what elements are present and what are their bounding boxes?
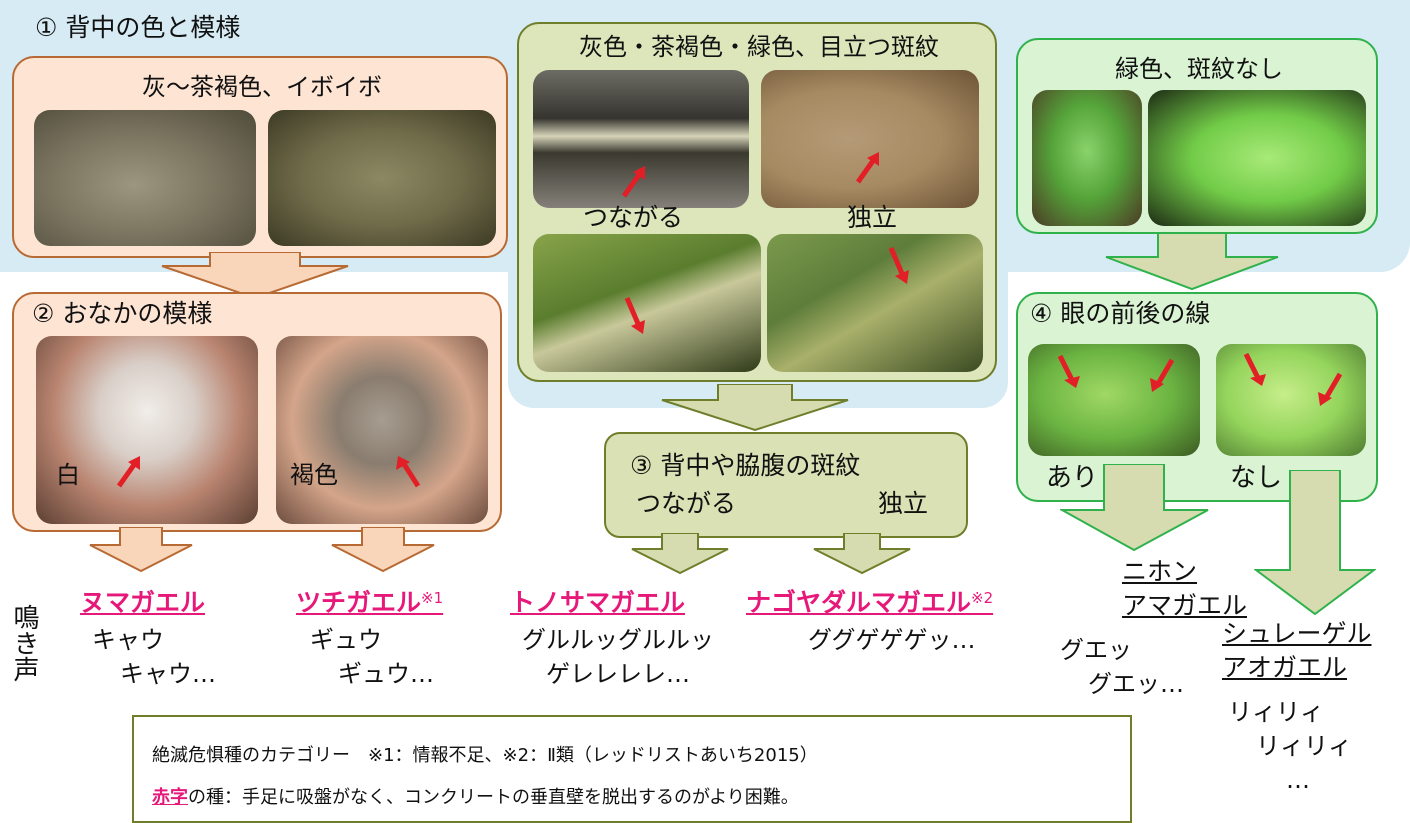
label-connected: つながる bbox=[583, 203, 684, 232]
label-white: 白 bbox=[56, 461, 80, 489]
call-schlegel-2: リィリィ bbox=[1256, 732, 1352, 760]
call-tonosama-1: グルルッグルルッ bbox=[522, 626, 714, 654]
photo-brown-belly bbox=[276, 336, 488, 524]
panel-belly-pattern: ② おなかの模様 白 褐色 bbox=[12, 292, 502, 532]
call-schlegel-3: … bbox=[1286, 766, 1310, 794]
call-heading: 鳴き声 bbox=[9, 604, 39, 682]
call-nihon-2: グエッ… bbox=[1088, 670, 1184, 698]
species-nagoya-mark: ※2 bbox=[971, 589, 994, 607]
green-label: 緑色、斑紋なし bbox=[1115, 55, 1283, 83]
call-schlegel-1: リィリィ bbox=[1228, 698, 1324, 726]
step3-connected: つながる bbox=[636, 489, 737, 518]
call-tonosama-2: ゲレレレレ… bbox=[546, 660, 690, 688]
flow-arrow-to-schlegel-icon bbox=[1254, 470, 1376, 616]
flow-arrow-middle-to-step3-icon bbox=[661, 384, 849, 432]
photo-connected-spots-2 bbox=[533, 234, 761, 372]
species-nagoya: ナゴヤダルマガエル※2 bbox=[746, 583, 993, 619]
photo-small-green-frog bbox=[1032, 90, 1142, 226]
flow-arrow-to-tonosama-icon bbox=[631, 533, 729, 575]
red-pointer-arrow-icon bbox=[888, 247, 909, 284]
panel-step3-spots: ③ 背中や脇腹の斑紋 つながる 独立 bbox=[604, 432, 968, 538]
call-tsuchigaeru-2: ギュウ… bbox=[338, 660, 434, 688]
call-nihon-1: グエッ bbox=[1060, 636, 1132, 664]
panel-back-pattern-toad: 灰～茶褐色、イボイボ bbox=[12, 56, 508, 258]
photo-rough-frog-back-2 bbox=[268, 110, 496, 246]
red-pointer-arrow-icon bbox=[624, 297, 645, 334]
step2-title: ② おなかの模様 bbox=[32, 299, 213, 328]
species-tsuchigaeru-mark: ※1 bbox=[421, 589, 444, 607]
red-pointer-arrow-icon bbox=[1057, 354, 1080, 388]
red-pointer-arrow-icon bbox=[396, 456, 421, 488]
flow-arrow-to-tsuchigaeru-icon bbox=[331, 527, 435, 573]
label-present: あり bbox=[1046, 463, 1099, 493]
panel-eye-line: ④ 眼の前後の線 あり なし bbox=[1016, 292, 1378, 502]
step1-title: ① 背中の色と模様 bbox=[35, 13, 241, 42]
species-nihon-line2: アマガエル bbox=[1122, 591, 1248, 620]
note-red-text: 赤字 bbox=[152, 787, 188, 808]
flow-arrow-green-to-step4-icon bbox=[1105, 233, 1279, 291]
panel-green-no-spots: 緑色、斑紋なし bbox=[1016, 38, 1378, 234]
red-pointer-arrow-icon bbox=[1243, 352, 1266, 386]
species-tonosama: トノサマガエル bbox=[510, 588, 686, 617]
photo-large-green-frog bbox=[1148, 90, 1366, 226]
label-brown: 褐色 bbox=[290, 461, 338, 489]
panel-spotted-frogs: 灰色・茶褐色・緑色、目立つ斑紋 つながる 独立 bbox=[517, 22, 997, 382]
label-absent: なし bbox=[1230, 463, 1283, 493]
flow-arrow-to-nagoya-icon bbox=[813, 533, 911, 575]
red-pointer-arrow-icon bbox=[116, 456, 140, 488]
note-line2: 赤字の種：手足に吸盤がなく、コンクリートの垂直壁を脱出するのがより困難。 bbox=[152, 783, 799, 809]
species-nagoya-name: ナゴヤダルマガエル bbox=[746, 588, 972, 617]
red-pointer-arrow-icon bbox=[855, 152, 879, 184]
flow-arrow-to-numagaeru-icon bbox=[89, 527, 193, 573]
photo-eye-line-absent bbox=[1216, 344, 1366, 456]
photo-white-belly bbox=[36, 336, 258, 524]
photo-rough-frog-back-1 bbox=[34, 110, 256, 246]
species-schlegel-line1: シュレーゲル bbox=[1222, 619, 1372, 648]
step3-independent: 独立 bbox=[878, 489, 929, 518]
species-tsuchigaeru-name: ツチガエル bbox=[296, 588, 422, 617]
panel1-label: 灰～茶褐色、イボイボ bbox=[142, 73, 382, 101]
call-numagaeru-1: キャウ bbox=[92, 626, 164, 654]
call-nagoya-1: ググゲゲゲッ… bbox=[808, 626, 976, 654]
call-numagaeru-2: キャウ… bbox=[120, 660, 216, 688]
species-numagaeru: ヌマガエル bbox=[80, 588, 206, 617]
call-tsuchigaeru-1: ギュウ bbox=[310, 626, 382, 654]
note-line1: 絶滅危惧種のカテゴリー ※1：情報不足、※2：Ⅱ類（レッドリストあいち2015） bbox=[152, 745, 818, 766]
photo-independent-spots-2 bbox=[767, 234, 983, 372]
species-nihon-line1: ニホン bbox=[1122, 557, 1198, 586]
red-pointer-arrow-icon bbox=[1318, 372, 1343, 406]
species-tsuchigaeru: ツチガエル※1 bbox=[296, 583, 443, 619]
step4-title: ④ 眼の前後の線 bbox=[1030, 299, 1211, 328]
step3-line1: ③ 背中や脇腹の斑紋 bbox=[630, 451, 861, 480]
flow-arrow-1-to-2-icon bbox=[161, 252, 349, 300]
middle-label: 灰色・茶褐色・緑色、目立つ斑紋 bbox=[579, 33, 939, 61]
note-box: 絶滅危惧種のカテゴリー ※1：情報不足、※2：Ⅱ類（レッドリストあいち2015）… bbox=[132, 715, 1132, 823]
red-pointer-arrow-icon bbox=[621, 166, 645, 198]
note-line2-rest: の種：手足に吸盤がなく、コンクリートの垂直壁を脱出するのがより困難。 bbox=[188, 787, 799, 808]
red-pointer-arrow-icon bbox=[1150, 358, 1175, 392]
species-schlegel-line2: アオガエル bbox=[1222, 653, 1348, 682]
flow-arrow-to-nihon-icon bbox=[1060, 464, 1209, 552]
photo-connected-spots-1 bbox=[533, 70, 749, 208]
photo-independent-spots-1 bbox=[761, 70, 979, 208]
label-independent: 独立 bbox=[847, 203, 898, 232]
